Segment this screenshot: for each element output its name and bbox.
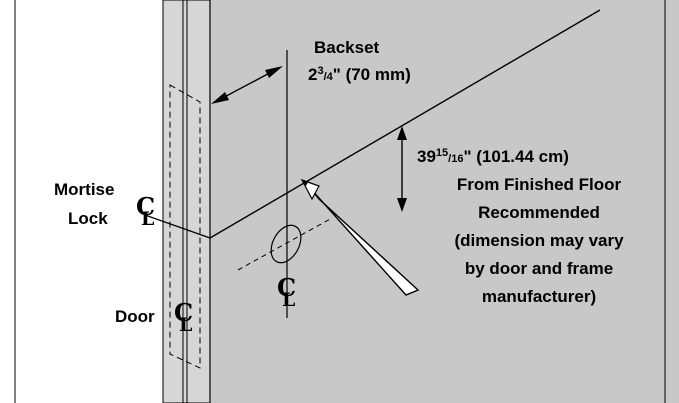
mortise-lock-label-line2: Lock	[68, 209, 108, 228]
backset-title: Backset	[314, 38, 380, 57]
lock-centerline	[144, 214, 211, 239]
height-value: 3915/16" (101.44 cm)	[417, 147, 569, 166]
bore-hole	[270, 224, 302, 264]
svg-text:C: C	[277, 273, 296, 302]
door-centerline-symbol: C L	[174, 298, 193, 336]
height-line-2: From Finished Floor	[457, 175, 622, 194]
bore-centerline-symbol: C L	[277, 273, 296, 311]
height-line-4: (dimension may vary	[454, 231, 624, 250]
mortise-lock-centerline-symbol: C L	[136, 192, 155, 230]
pencil	[300, 178, 420, 296]
height-arrowhead	[397, 126, 407, 140]
svg-text:C: C	[174, 298, 193, 327]
svg-text:L: L	[179, 314, 192, 336]
backset-arrowhead	[265, 66, 283, 78]
backset-arrowhead	[211, 92, 229, 104]
door-label: Door	[115, 307, 155, 326]
svg-text:L: L	[282, 289, 295, 311]
height-line-6: manufacturer)	[482, 287, 596, 306]
horizontal-reference-line	[209, 9, 601, 239]
mortise-lock-outline	[169, 84, 201, 369]
svg-text:C: C	[136, 192, 155, 221]
mortise-lock-label-line1: Mortise	[54, 180, 114, 199]
height-line-5: by door and frame	[465, 259, 613, 278]
backset-value: 23/4" (70 mm)	[308, 65, 411, 84]
height-line-3: Recommended	[478, 203, 600, 222]
svg-text:L: L	[141, 208, 154, 230]
door-face	[210, 0, 679, 403]
height-arrowhead	[397, 198, 407, 212]
